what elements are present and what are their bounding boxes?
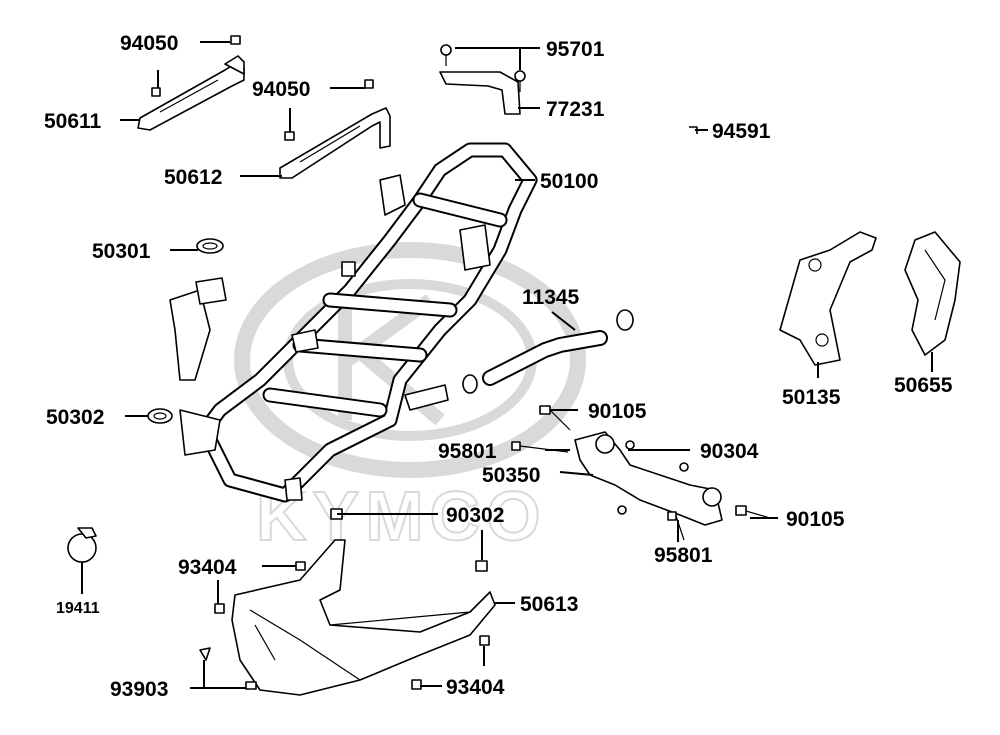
label-94050-a: 94050 [120, 32, 178, 55]
rubber-50302 [147, 408, 173, 424]
label-50611: 50611 [44, 110, 102, 133]
label-50613: 50613 [520, 593, 578, 616]
bracket-50611 [137, 55, 245, 131]
bracket-50135 [779, 231, 877, 366]
label-50100: 50100 [540, 170, 598, 193]
bracket-50612 [279, 79, 391, 179]
leader-lines [81, 41, 933, 689]
label-90302: 90302 [446, 504, 504, 527]
label-95801-b: 95801 [654, 544, 713, 567]
label-77231: 77231 [546, 98, 605, 121]
label-50302: 50302 [46, 406, 104, 429]
label-50135: 50135 [782, 386, 841, 409]
clamp-19411 [67, 527, 97, 563]
label-90304: 90304 [700, 440, 759, 463]
label-50301: 50301 [92, 240, 151, 263]
label-90105-a: 90105 [588, 400, 647, 423]
screw-93903 [199, 647, 257, 690]
label-93404-b: 93404 [446, 676, 505, 699]
watermark-brand: KYMCO [256, 477, 547, 555]
under-cover-50613 [231, 539, 496, 696]
label-95801-a: 95801 [438, 440, 497, 463]
label-50612: 50612 [164, 166, 222, 189]
label-94591: 94591 [712, 120, 771, 143]
hose-11345 [462, 309, 634, 394]
bracket-77231 [439, 44, 526, 115]
small-part-94591 [689, 126, 698, 134]
part-labels: 94050 95701 94050 77231 50611 94591 5061… [44, 32, 953, 701]
label-11345: 11345 [522, 286, 580, 309]
label-50350: 50350 [482, 464, 540, 487]
label-90105-b: 90105 [786, 508, 845, 531]
label-93903: 93903 [110, 678, 168, 701]
screw-93404-b [411, 635, 490, 690]
label-95701: 95701 [546, 38, 605, 61]
bolt-90105-b [735, 505, 771, 519]
label-50655: 50655 [894, 374, 953, 397]
rubber-50301 [196, 238, 224, 254]
engine-hanger-50350 [574, 431, 723, 526]
label-93404-a: 93404 [178, 556, 237, 579]
bracket-50655 [904, 231, 961, 356]
label-19411: 19411 [56, 600, 100, 617]
screw-93404-a [214, 561, 306, 614]
label-94050-b: 94050 [252, 78, 310, 101]
